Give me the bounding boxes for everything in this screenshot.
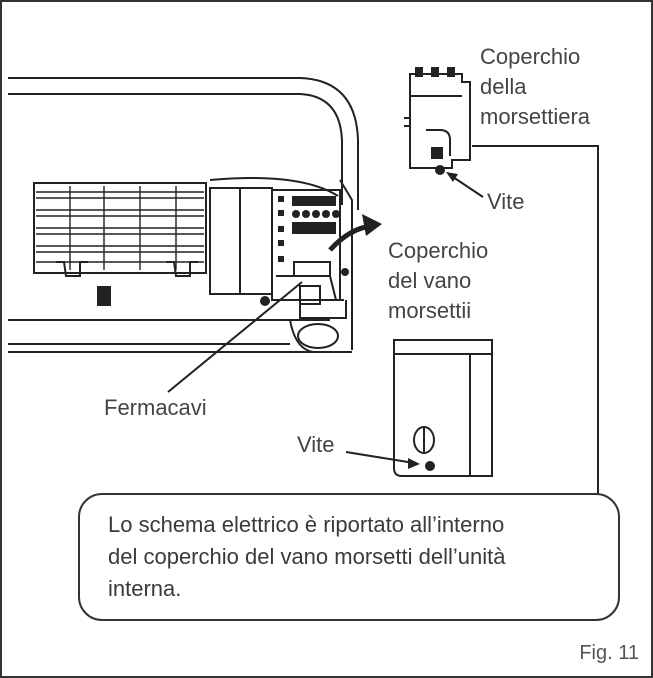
indoor-unit-illustration: [8, 77, 359, 353]
compartment-cover-label-line: morsettii: [388, 298, 472, 323]
compartment-cover-label-line: Coperchio: [388, 238, 489, 263]
wiring-note-line: interna.: [108, 576, 182, 601]
screw-top-arrow-head: [446, 172, 458, 182]
terminal-cover-label-line: della: [480, 74, 527, 99]
compartment-cover-label: Coperchio del vano morsettii: [388, 236, 488, 326]
compartment-cover-label-line: del vano: [388, 268, 472, 293]
cable-clamp-label: Fermacavi: [104, 395, 207, 420]
screw-bottom-label: Vite: [297, 432, 335, 457]
terminal-cover-label-line: Coperchio: [480, 44, 581, 69]
terminal-cover-illustration: [404, 67, 471, 175]
screw-bottom-arrow-head: [408, 458, 420, 469]
wiring-note-line: del coperchio del vano morsetti dell’uni…: [108, 544, 506, 569]
connector-line: [472, 145, 599, 495]
wiring-note-box: Lo schema elettrico è riportato all’inte…: [78, 493, 620, 621]
screw-top-arrow: [449, 174, 484, 198]
compartment-cover-illustration: [393, 339, 493, 477]
wiring-note-line: Lo schema elettrico è riportato all’inte…: [108, 512, 505, 537]
figure-caption: Fig. 11: [579, 642, 639, 664]
curved-arrow-head: [362, 214, 382, 236]
terminal-cover-label-line: morsettiera: [480, 104, 591, 129]
screw-top-label: Vite: [487, 189, 525, 214]
screw-bottom-arrow: [345, 451, 415, 464]
cable-clamp-leader: [167, 281, 303, 393]
terminal-cover-label: Coperchio della morsettiera: [480, 42, 590, 132]
